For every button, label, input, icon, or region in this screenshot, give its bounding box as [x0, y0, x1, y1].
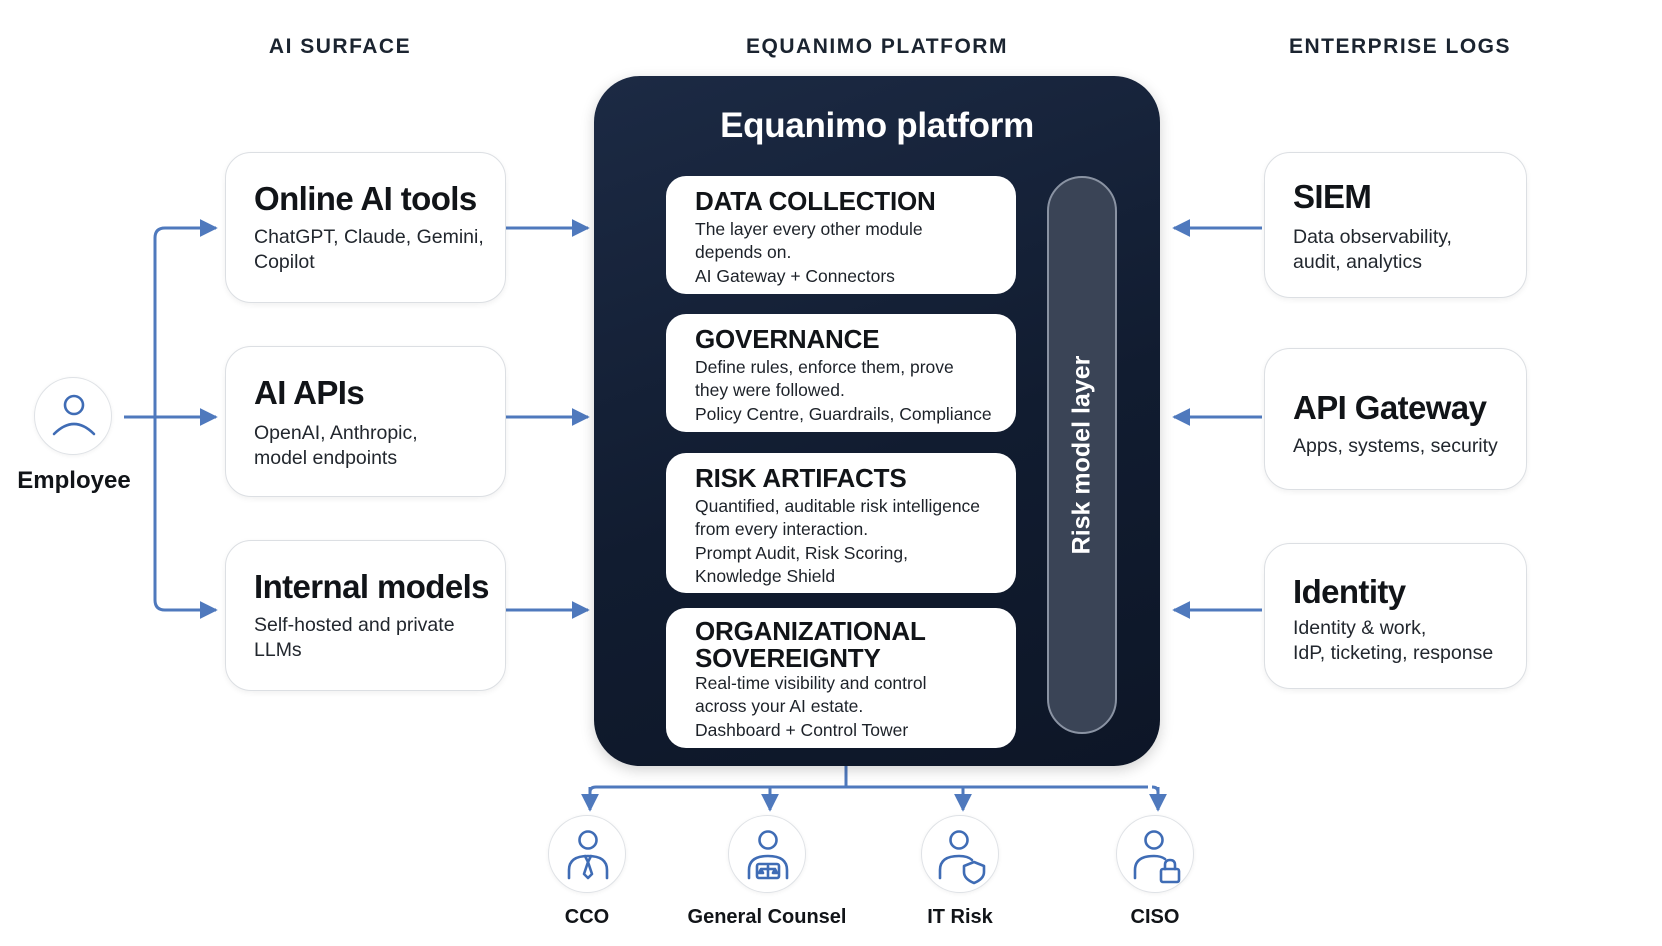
user-scales-icon [747, 830, 789, 880]
header-equanimo-platform: EQUANIMO PLATFORM [746, 35, 1008, 58]
module-title: DATA COLLECTION [695, 186, 936, 216]
risk-model-layer: Risk model layer [1047, 176, 1117, 734]
cco-label: CCO [564, 906, 610, 928]
it-risk-avatar [921, 815, 999, 893]
risk-model-layer-label: Risk model layer [1067, 355, 1096, 555]
card-title: SIEM [1293, 178, 1372, 215]
header-ai-surface: AI SURFACE [268, 35, 412, 58]
employee-avatar [34, 377, 112, 455]
card-title: API Gateway [1293, 389, 1487, 426]
employee-label: Employee [17, 467, 131, 494]
card-description: Self-hosted and private LLMs [254, 614, 455, 661]
module-data-collection: DATA COLLECTION The layer every other mo… [666, 176, 1016, 294]
general-counsel-avatar [728, 815, 806, 893]
module-risk-artifacts: RISK ARTIFACTS Quantified, auditable ris… [666, 453, 1016, 593]
card-description: Data observability, audit, analytics [1293, 226, 1452, 273]
card-online-ai-tools: Online AI tools ChatGPT, Claude, Gemini,… [225, 152, 506, 303]
user-lock-icon [1133, 830, 1181, 884]
module-governance: GOVERNANCE Define rules, enforce them, p… [666, 314, 1016, 432]
ciso-avatar [1116, 815, 1194, 893]
user-shield-icon [938, 830, 986, 885]
module-components: AI Gateway + Connectors [695, 266, 895, 286]
module-description: The layer every other module depends on. [695, 219, 923, 262]
module-description: Real-time visibility and control across … [695, 673, 927, 716]
connector-employee-online-tools [153, 219, 218, 417]
module-components: Dashboard + Control Tower [695, 720, 909, 740]
card-description: Identity & work, IdP, ticketing, respons… [1293, 617, 1494, 664]
ciso-label: CISO [1130, 906, 1180, 928]
platform-title: Equanimo platform [720, 106, 1034, 145]
card-title: Identity [1293, 573, 1406, 610]
cco-avatar [548, 815, 626, 893]
card-title: Internal models [254, 568, 490, 605]
it-risk-label: IT Risk [927, 906, 993, 928]
connector-employee-internal [153, 417, 218, 619]
module-description: Define rules, enforce them, prove they w… [695, 357, 954, 400]
card-title: Online AI tools [254, 180, 477, 217]
card-api-gateway: API Gateway Apps, systems, security [1264, 348, 1527, 490]
card-identity: Identity Identity & work, IdP, ticketing… [1264, 543, 1527, 689]
module-components: Prompt Audit, Risk Scoring, Knowledge Sh… [695, 543, 908, 586]
card-description: ChatGPT, Claude, Gemini, Copilot [254, 226, 484, 273]
general-counsel-label: General Counsel [687, 906, 847, 928]
user-icon [52, 394, 96, 436]
module-title: GOVERNANCE [695, 324, 880, 354]
card-siem: SIEM Data observability, audit, analytic… [1264, 152, 1527, 298]
module-title: RISK ARTIFACTS [695, 463, 907, 493]
module-organizational-sovereignty: ORGANIZATIONAL SOVEREIGNTY Real-time vis… [666, 608, 1016, 748]
card-description: OpenAI, Anthropic, model endpoints [254, 422, 418, 469]
module-components: Policy Centre, Guardrails, Compliance [695, 404, 992, 424]
user-tie-icon [567, 830, 609, 880]
module-description: Quantified, auditable risk intelligence … [695, 496, 981, 539]
header-enterprise-logs: ENTERPRISE LOGS [1288, 35, 1512, 58]
card-title: AI APIs [254, 374, 365, 411]
module-title: ORGANIZATIONAL SOVEREIGNTY [695, 616, 926, 673]
card-ai-apis: AI APIs OpenAI, Anthropic, model endpoin… [225, 346, 506, 497]
card-description: Apps, systems, security [1293, 435, 1498, 457]
card-internal-models: Internal models Self-hosted and private … [225, 540, 506, 691]
